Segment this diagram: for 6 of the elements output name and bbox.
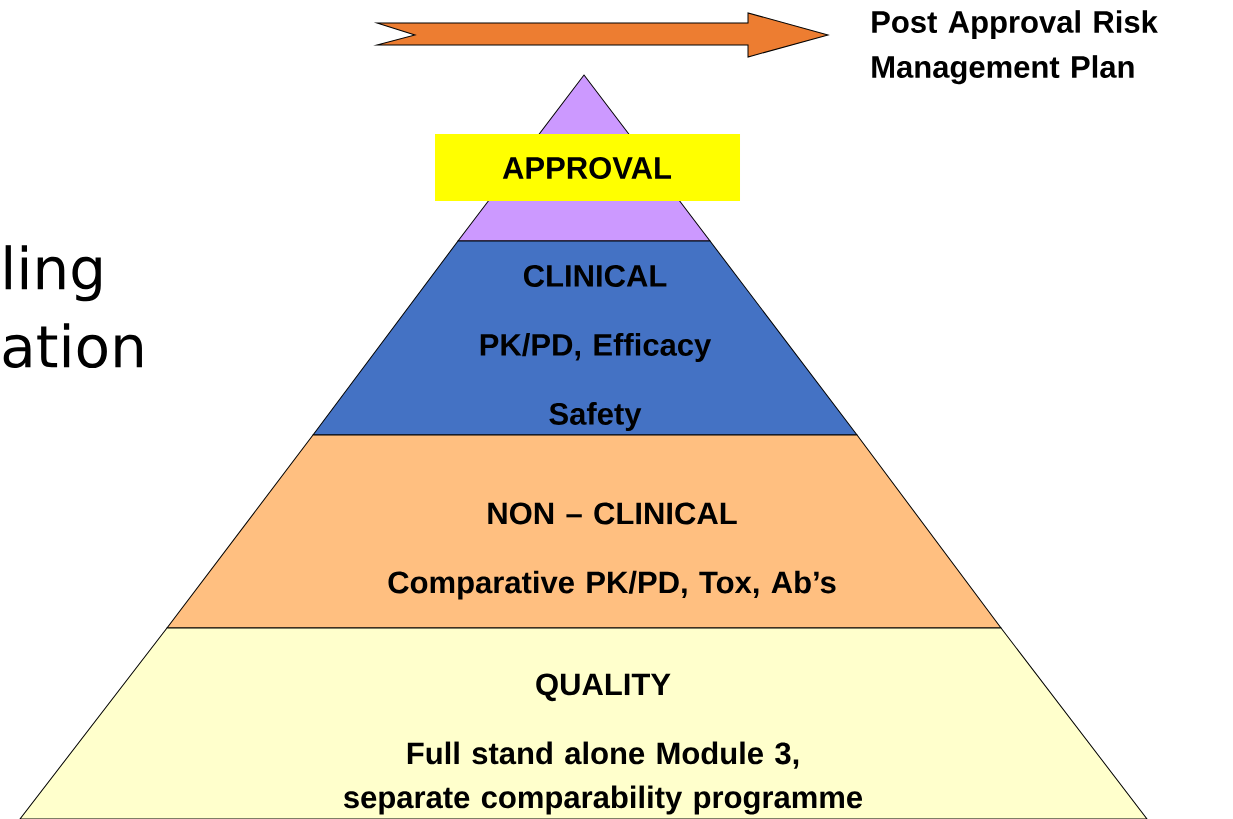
pyramid-band: NON – CLINICAL Comparative PK/PD, Tox, Ab’s xyxy=(166,434,1002,629)
heading-text: Post Approval Risk Management Plan xyxy=(872,10,1158,85)
partial-title: ling ation xyxy=(3,245,142,369)
approval-box: APPROVAL xyxy=(435,134,740,201)
pyramid-band: CLINICAL PK/PD, Efficacy Safety xyxy=(312,240,858,436)
pyramid-band: QUALITY Full stand alone Module 3, separate comparability programme xyxy=(19,627,1148,819)
